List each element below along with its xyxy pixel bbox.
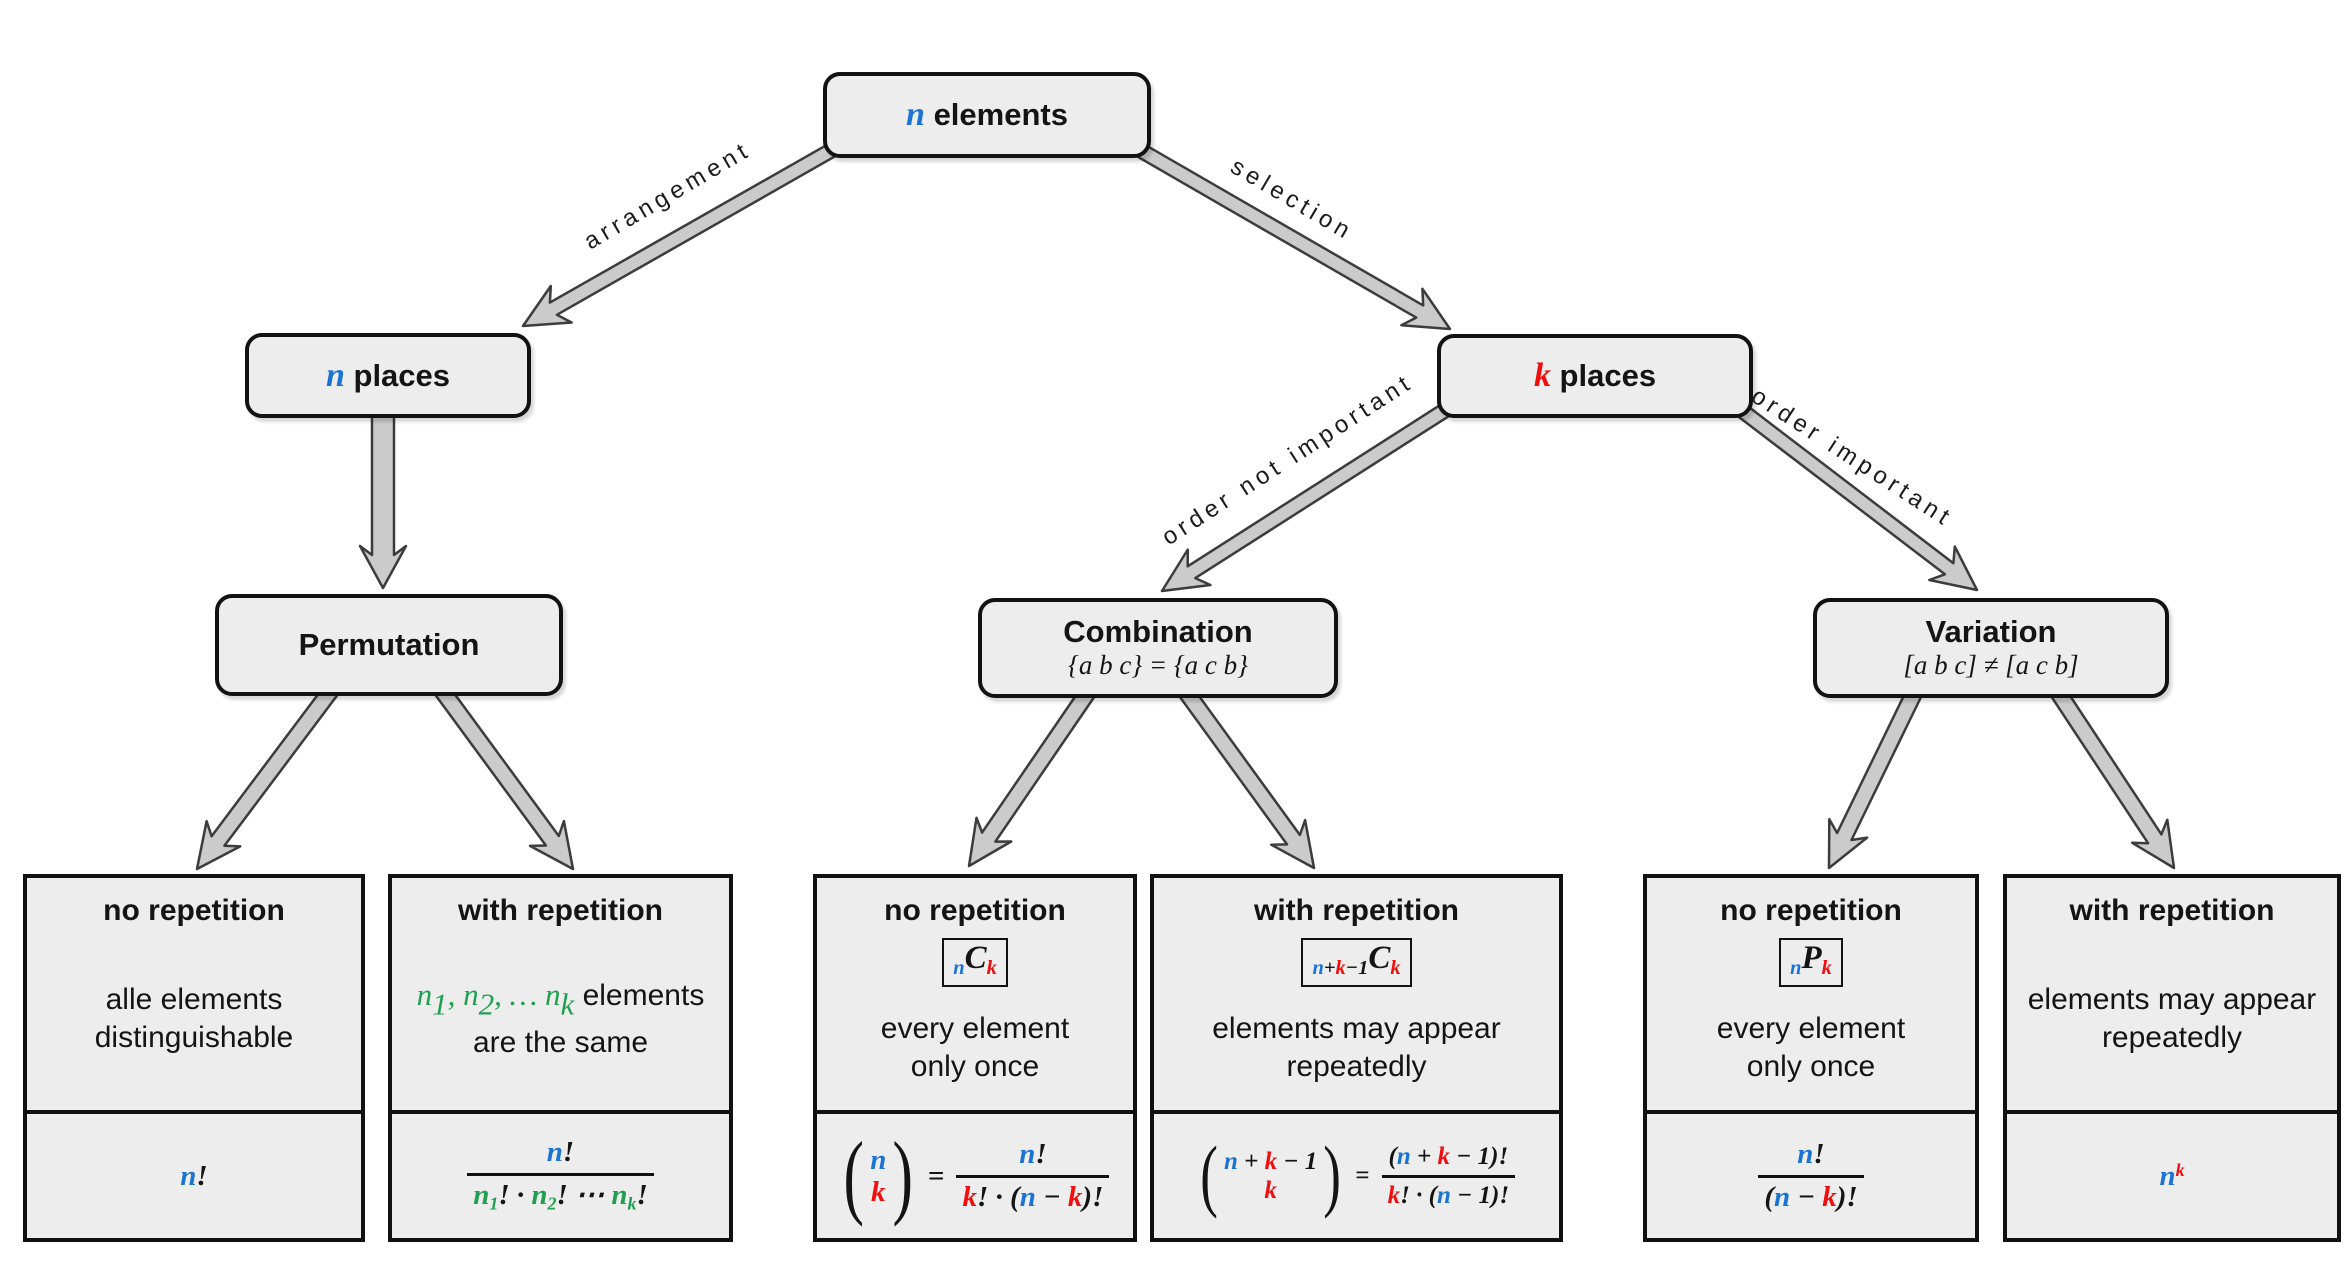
leaf-title: no repetition [884,894,1066,927]
arrow-connector [1827,684,1925,870]
node-combination: Combination {a b c} = {a c b} [978,598,1338,698]
arrow-connector [1176,683,1316,870]
node-n-elements-label: n elements [906,96,1068,134]
arrow-connector [1135,142,1452,331]
arrow-connector [358,409,408,590]
node-permutation-label: Permutation [298,626,480,662]
arrow-connector [433,683,575,871]
arrow-connector [1730,399,1979,592]
leaf-formula: n!n1! · n2! ⋯ nk! [392,1110,729,1238]
leaf-formula: n! [27,1110,361,1238]
formula-badge-nCk: nCk [942,938,1008,987]
arrow-connector [1160,401,1453,593]
node-variation-label: Variation [1925,614,2057,650]
leaf-formula: nk [2007,1110,2337,1238]
node-combination-subtitle: {a b c} = {a c b} [1068,650,1248,681]
leaf-title: with repetition [2069,894,2275,927]
arrow-connector [967,683,1098,868]
node-k-places: k places [1437,334,1753,418]
formula-badge-nPk: nPk [1779,938,1843,987]
leaf-combination-with-repetition: with repetition n+k−1Ck elements may app… [1150,874,1563,1242]
arrow-connector [195,682,340,871]
leaf-title: no repetition [103,894,285,927]
node-n-places-label: n places [325,356,451,394]
node-n-places: n places [245,333,531,418]
leaf-title: with repetition [1254,894,1459,927]
leaf-title: no repetition [1720,894,1902,927]
node-permutation: Permutation [215,594,563,696]
node-combination-label: Combination [1063,614,1253,650]
arrow-connector [521,142,837,328]
node-variation-subtitle: [a b c] ≠ [a c b] [1903,650,2079,681]
node-k-places-label: k places [1533,357,1657,395]
arrow-connector [2048,683,2176,870]
formula-badge-n+k-1Ck: n+k−1Ck [1301,938,1412,987]
leaf-title: with repetition [458,894,663,927]
node-n-elements: n elements [823,72,1151,158]
node-variation: Variation [a b c] ≠ [a c b] [1813,598,2169,698]
leaf-formula: n!(n − k)! [1647,1110,1975,1238]
